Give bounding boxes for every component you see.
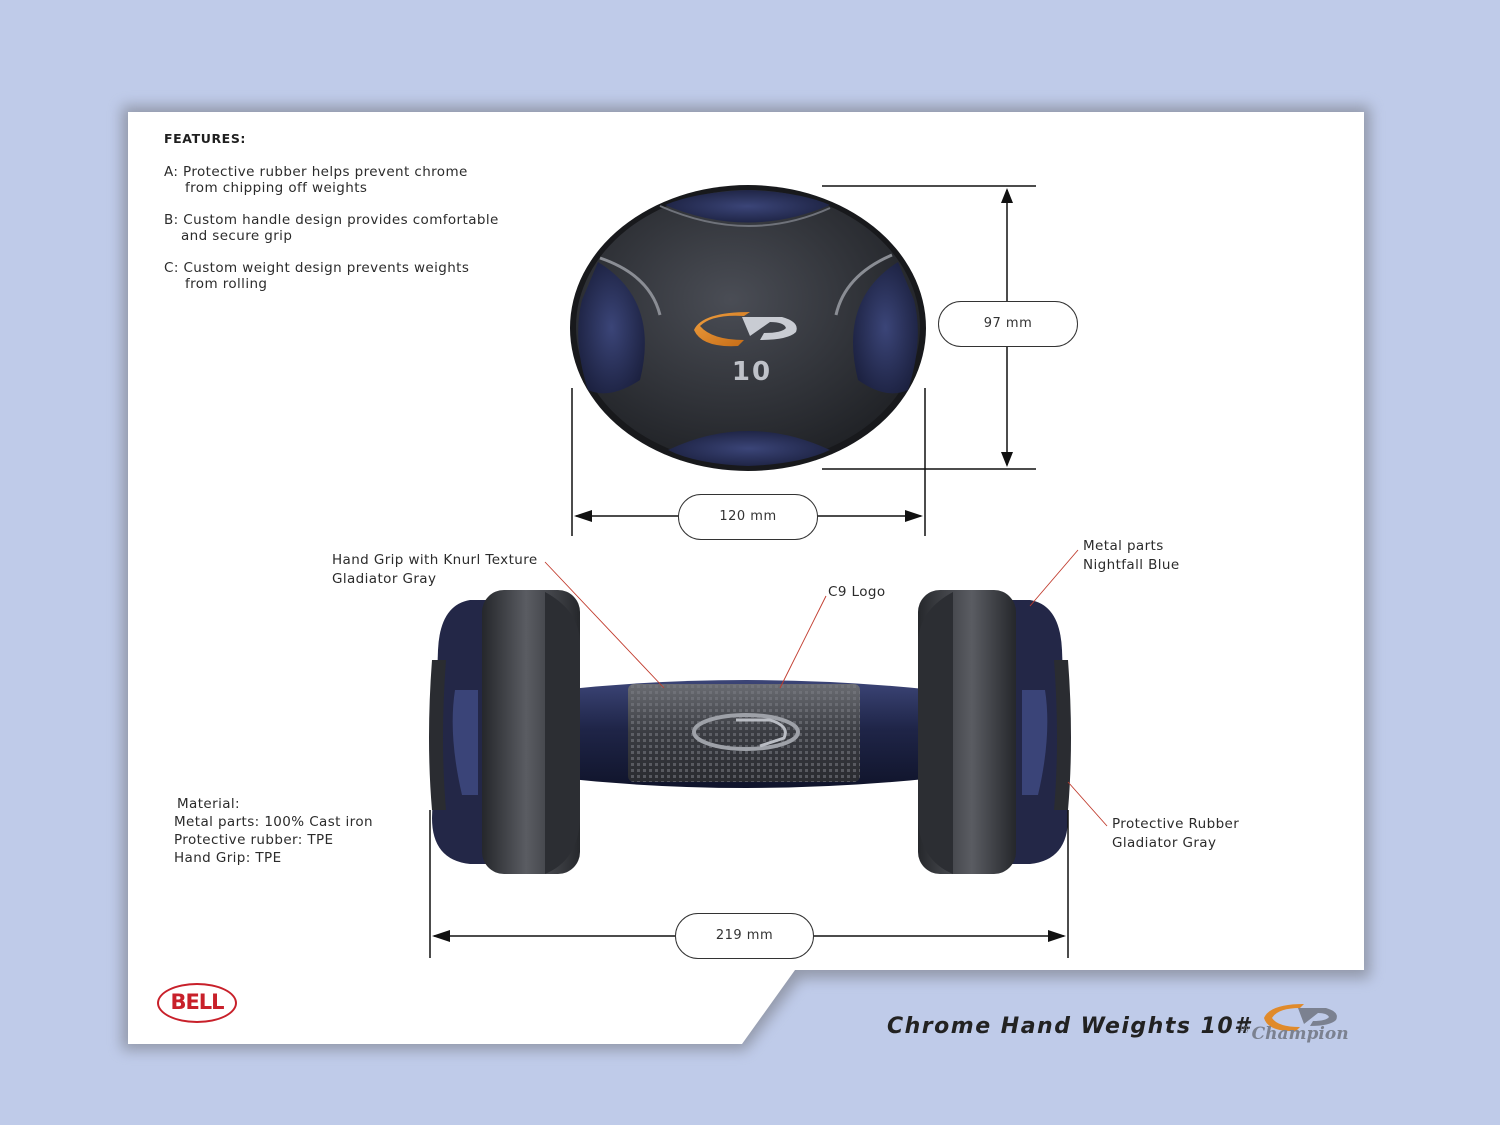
callout-hand-grip-line2: Gladiator Gray: [332, 571, 437, 587]
material-line-metal: Metal parts: 100% Cast iron: [174, 814, 373, 830]
feature-c: C: Custom weight design prevents weights…: [164, 260, 469, 292]
material-block: Material: Metal parts: 100% Cast iron Pr…: [174, 795, 373, 867]
callout-logo-line1: C9 Logo: [828, 584, 886, 600]
feature-a-line2: from chipping off weights: [185, 180, 368, 196]
champion-c9-logo: [1264, 1004, 1337, 1032]
feature-b: B: Custom handle design provides comfort…: [164, 212, 499, 244]
length-dimension-label: 219 mm: [675, 913, 814, 959]
length-dimension-lines: [429, 810, 1069, 958]
product-title: Chrome Hand Weights 10#: [887, 1014, 1252, 1039]
width-dimension-lines: [571, 388, 926, 536]
callout-protective-rubber: Protective Rubber Gladiator Gray: [1112, 815, 1239, 853]
callout-logo: C9 Logo: [828, 583, 885, 602]
callout-hand-grip-line1: Hand Grip with Knurl Texture: [332, 552, 538, 568]
material-heading: Material:: [177, 796, 240, 812]
height-dimension-lines: [822, 185, 1036, 470]
callout-leader-lines: [544, 549, 1108, 827]
feature-b-line1: B: Custom handle design provides comfort…: [164, 212, 499, 228]
bell-logo-text: BELL: [170, 990, 224, 1014]
feature-a-line1: A: Protective rubber helps prevent chrom…: [164, 164, 468, 180]
features-title: FEATURES:: [164, 131, 247, 146]
callout-hand-grip: Hand Grip with Knurl Texture Gladiator G…: [332, 551, 538, 589]
dumbbell-illustration: [429, 590, 1071, 874]
feature-b-line2: and secure grip: [181, 228, 293, 244]
callout-metal-parts-line2: Nightfall Blue: [1083, 557, 1180, 573]
width-dimension-label: 120 mm: [678, 494, 818, 540]
champion-by: by: [1240, 1024, 1250, 1033]
material-line-grip: Hand Grip: TPE: [174, 850, 282, 866]
callout-metal-parts: Metal parts Nightfall Blue: [1083, 537, 1180, 575]
material-line-rubber: Protective rubber: TPE: [174, 832, 334, 848]
height-dimension-label: 97 mm: [938, 301, 1078, 347]
callout-metal-parts-line1: Metal parts: [1083, 538, 1164, 554]
plate-number: 10: [732, 357, 772, 387]
feature-c-line1: C: Custom weight design prevents weights: [164, 260, 470, 276]
callout-protective-rubber-line2: Gladiator Gray: [1112, 835, 1217, 851]
bell-logo: BELL: [157, 983, 237, 1023]
champion-name: Champion: [1251, 1024, 1349, 1044]
feature-a: A: Protective rubber helps prevent chrom…: [164, 164, 468, 196]
feature-c-line2: from rolling: [185, 276, 268, 292]
weight-plate-illustration: 10: [570, 185, 926, 471]
callout-protective-rubber-line1: Protective Rubber: [1112, 816, 1240, 832]
